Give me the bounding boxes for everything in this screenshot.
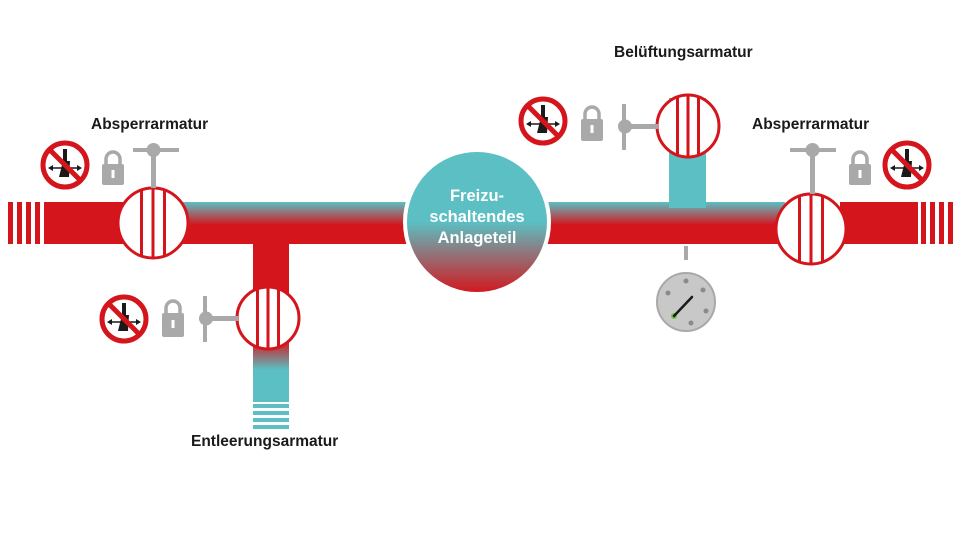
pressure-gauge-icon <box>656 246 716 332</box>
system-part-label-line1: Freizu- <box>449 187 505 205</box>
valve-handle-drain <box>199 296 238 342</box>
pipe-left-end <box>8 202 124 244</box>
padlock-icon <box>849 150 871 185</box>
pipe-right-end <box>840 202 953 244</box>
system-part-circle <box>403 148 551 296</box>
valve-handle-vent <box>618 104 658 150</box>
valve-handle-left <box>133 143 179 188</box>
label-belueftungsarmatur: Belüftungsarmatur <box>614 44 753 61</box>
system-part-label: Freizu- schaltendes Anlageteil <box>405 186 549 249</box>
label-entleerungsarmatur: Entleerungsarmatur <box>191 433 339 450</box>
valve-icon <box>235 285 301 351</box>
padlock-icon <box>581 105 603 141</box>
label-absperrarmatur-left: Absperrarmatur <box>91 116 209 133</box>
padlock-icon <box>162 299 184 337</box>
pipe-middle-right <box>540 202 785 244</box>
valve-handle-right <box>790 143 836 194</box>
no-switching-sign-icon <box>99 294 149 344</box>
no-switching-sign-icon <box>882 140 932 190</box>
valve-icon <box>655 93 721 159</box>
system-part-label-line2: schaltendes <box>429 208 525 226</box>
no-switching-sign-icon <box>40 140 90 190</box>
label-absperrarmatur-right: Absperrarmatur <box>752 116 870 133</box>
no-switching-sign-icon <box>518 96 568 146</box>
padlock-icon <box>102 150 124 185</box>
valve-icon <box>116 186 190 260</box>
valve-icon <box>774 192 848 266</box>
system-part-label-line3: Anlageteil <box>437 229 517 247</box>
pipe-middle-left <box>180 202 416 244</box>
